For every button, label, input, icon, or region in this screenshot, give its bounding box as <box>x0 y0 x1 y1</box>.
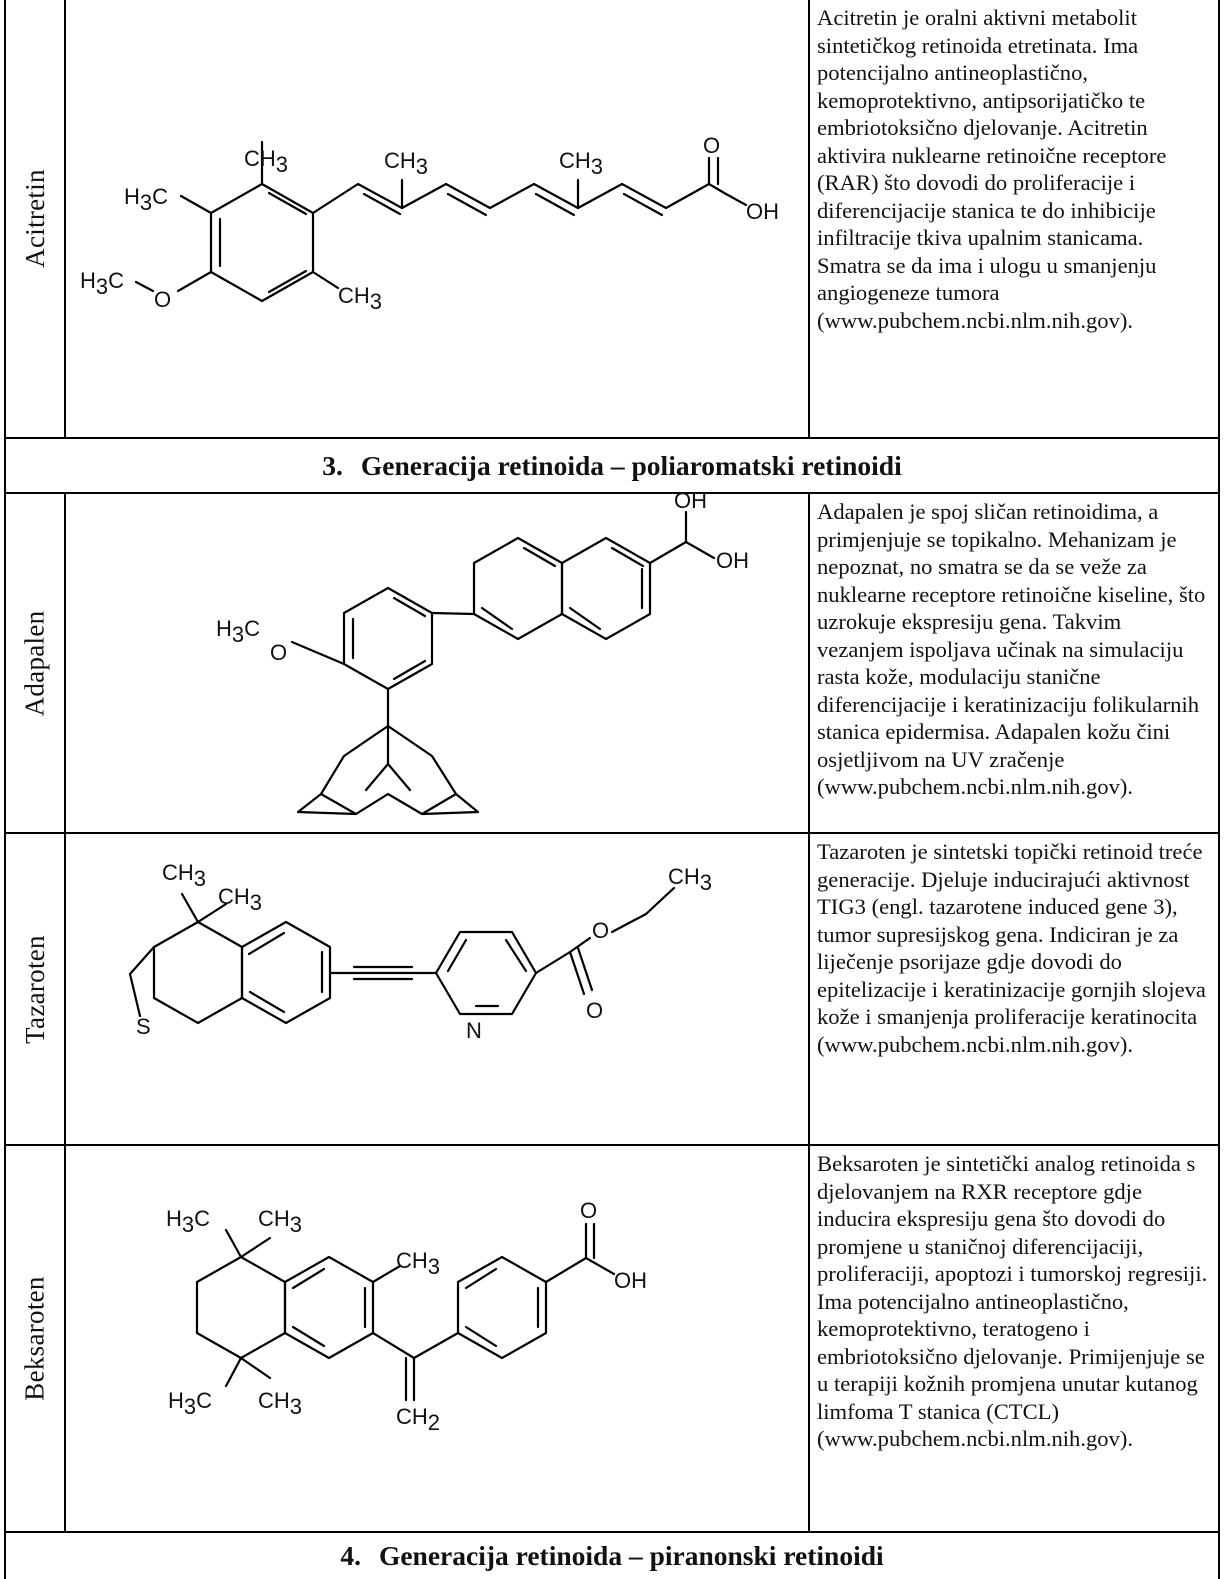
atom-label: O <box>580 1198 597 1223</box>
reference-link: (www.pubchem.ncbi.nlm.nih.gov). <box>817 774 1134 799</box>
compound-name: Adapalen <box>19 610 50 716</box>
thiochroman-s-bonds <box>128 945 156 1018</box>
col-divider <box>64 493 66 1532</box>
benzene-ring <box>342 586 434 691</box>
table-border-right <box>1218 0 1220 1579</box>
compound-name: Tazaroten <box>19 934 50 1044</box>
description-text: Tazaroten je sintetski topički retinoid … <box>817 839 1206 1029</box>
row-name-cell: Beksaroten <box>6 1146 64 1531</box>
description-cell: Beksaroten je sintetički analog retinoid… <box>810 1146 1218 1531</box>
row-divider <box>4 832 1220 834</box>
atom-label: CH3 <box>559 148 603 179</box>
atom-label: OH <box>746 199 779 224</box>
col-divider <box>64 0 66 439</box>
row-name-cell: Adapalen <box>6 494 64 832</box>
reference-link: (www.pubchem.ncbi.nlm.nih.gov). <box>817 1426 1134 1451</box>
col-divider <box>808 493 810 1532</box>
atom-label: OH <box>614 1268 647 1293</box>
section-title: Generacija retinoida – piranonski retino… <box>378 1540 884 1571</box>
naphthalene-ring <box>472 536 564 641</box>
atom-label: H3C <box>216 616 260 647</box>
description-cell: Acitretin je oralni aktivni metabolit si… <box>810 0 1218 437</box>
atom-label: CH3 <box>396 1248 440 1279</box>
section-header: 4. Generacija retinoida – piranonski ret… <box>6 1533 1218 1579</box>
section-title: Generacija retinoida – poliaromatski ret… <box>360 449 902 481</box>
atom-label: CH3 <box>258 1388 302 1419</box>
row-divider <box>4 1531 1220 1533</box>
tazaroten-structure: CH3 CH3 S N O O CH3 <box>136 860 712 1043</box>
acitretin-structure: CH3 H3C H3C O CH3 CH3 CH3 O OH <box>80 133 779 314</box>
atom-label: O <box>703 133 720 158</box>
reference-link: (www.pubchem.ncbi.nlm.nih.gov). <box>817 307 1134 333</box>
atom-label: OH <box>716 548 749 573</box>
atom-label: O <box>154 287 171 312</box>
row-name-cell: Tazaroten <box>6 834 64 1144</box>
atom-label: CH2 <box>396 1404 440 1435</box>
atom-label: CH3 <box>384 148 428 179</box>
reference-link: (www.pubchem.ncbi.nlm.nih.gov). <box>817 1031 1134 1057</box>
section-header: 3. Generacija retinoida – poliaromatski … <box>6 439 1218 492</box>
adapalen-structure: OH OH H3C O <box>216 488 749 816</box>
compound-name: Acitretin <box>19 169 50 268</box>
atom-label: H3C <box>124 184 168 215</box>
double-bond <box>534 192 576 217</box>
atom-label: CH3 <box>218 884 262 915</box>
row-divider <box>4 492 1220 494</box>
row-divider <box>4 437 1220 439</box>
benzene-ring <box>283 1255 375 1360</box>
beksaroten-structure: H3C CH3 H3C CH3 CH3 CH2 O OH <box>166 1198 647 1435</box>
description-cell: Adapalen je spoj sličan retinoidima, a p… <box>810 494 1218 832</box>
benzene-ring <box>209 182 315 303</box>
benzene-ring <box>456 1255 548 1360</box>
table-border-left <box>4 0 6 1579</box>
double-bond <box>446 192 488 217</box>
atom-label: CH3 <box>338 283 382 314</box>
section-number: 4. <box>340 1540 361 1571</box>
atom-label: CH3 <box>162 860 206 891</box>
compound-name: Beksaroten <box>19 1276 50 1401</box>
atom-label: O <box>586 998 603 1023</box>
col-divider <box>808 0 810 439</box>
atom-label: H3C <box>166 1206 210 1237</box>
atom-label: O <box>270 640 287 665</box>
atom-label: H3C <box>168 1388 212 1419</box>
benzene-ring <box>240 920 332 1025</box>
naphthalene-ring <box>560 536 652 641</box>
description-text: Adapalen je spoj sličan retinoidima, a p… <box>817 499 1206 772</box>
atom-label: O <box>592 918 609 943</box>
atom-label: H3C <box>80 268 124 299</box>
atom-label: CH3 <box>258 1206 302 1237</box>
cyclohexane-ring <box>195 1255 287 1360</box>
atom-label: OH <box>674 488 707 513</box>
row-divider <box>4 1144 1220 1146</box>
atom-label: CH3 <box>244 146 288 177</box>
description-text: Acitretin je oralni aktivni metabolit si… <box>817 5 1167 305</box>
atom-label: N <box>466 1018 482 1043</box>
adamantane-cage <box>296 724 480 816</box>
description-text: Beksaroten je sintetički analog retinoid… <box>817 1151 1208 1424</box>
atom-label: S <box>136 1014 151 1039</box>
atom-label: CH3 <box>668 864 712 895</box>
description-cell: Tazaroten je sintetski topički retinoid … <box>810 834 1218 1144</box>
double-bond <box>362 192 402 216</box>
row-name-cell: Acitretin <box>6 0 64 437</box>
double-bond <box>622 192 664 217</box>
section-number: 3. <box>322 449 343 481</box>
